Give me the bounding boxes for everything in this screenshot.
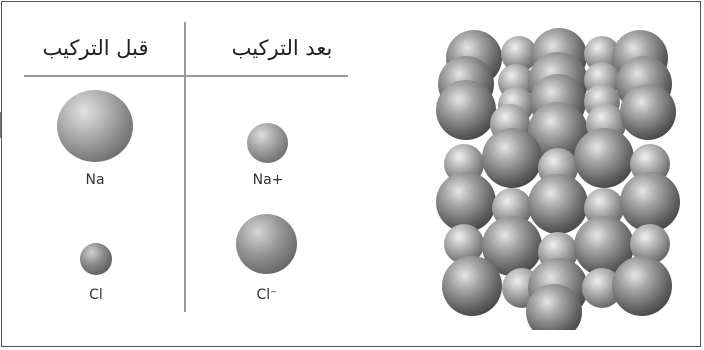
lattice-sodium-sphere [584,36,620,72]
sodium-chloride-crystal-lattice [436,28,680,330]
lattice-chloride-sphere [528,174,588,234]
lattice-chloride-sphere [442,256,502,316]
lattice-chloride-sphere [482,216,542,276]
chloride-ion-sphere [236,214,297,274]
lattice-chloride-sphere [482,128,542,188]
sodium-ion-label: Na+ [252,172,284,188]
chloride-ion-label: Cl⁻ [256,287,278,303]
lattice-chloride-sphere [528,102,588,162]
sodium-atom-label: Na [85,172,105,188]
header-divider-line [24,75,348,77]
lattice-sodium-sphere [501,36,537,72]
lattice-chloride-sphere [612,256,672,316]
lattice-sodium-sphere [582,268,622,308]
header-after-bonding: بعد التركيب [231,36,333,60]
edge-mark [0,112,4,138]
chlorine-atom-sphere [80,243,112,275]
lattice-sodium-sphere [444,224,484,264]
lattice-chloride-sphere [574,128,634,188]
header-before-bonding: قبل التركيب [42,36,149,60]
sodium-atom-sphere [57,90,133,162]
lattice-sodium-sphere [630,224,670,264]
sodium-ion-sphere [247,123,288,163]
column-divider-line [184,22,186,312]
lattice-chloride-sphere [436,172,496,232]
lattice-chloride-sphere [436,80,496,140]
lattice-chloride-sphere [526,284,582,330]
lattice-chloride-sphere [620,172,680,232]
lattice-chloride-sphere [574,216,634,276]
chlorine-atom-label: Cl [89,287,103,303]
lattice-chloride-sphere [620,84,676,140]
